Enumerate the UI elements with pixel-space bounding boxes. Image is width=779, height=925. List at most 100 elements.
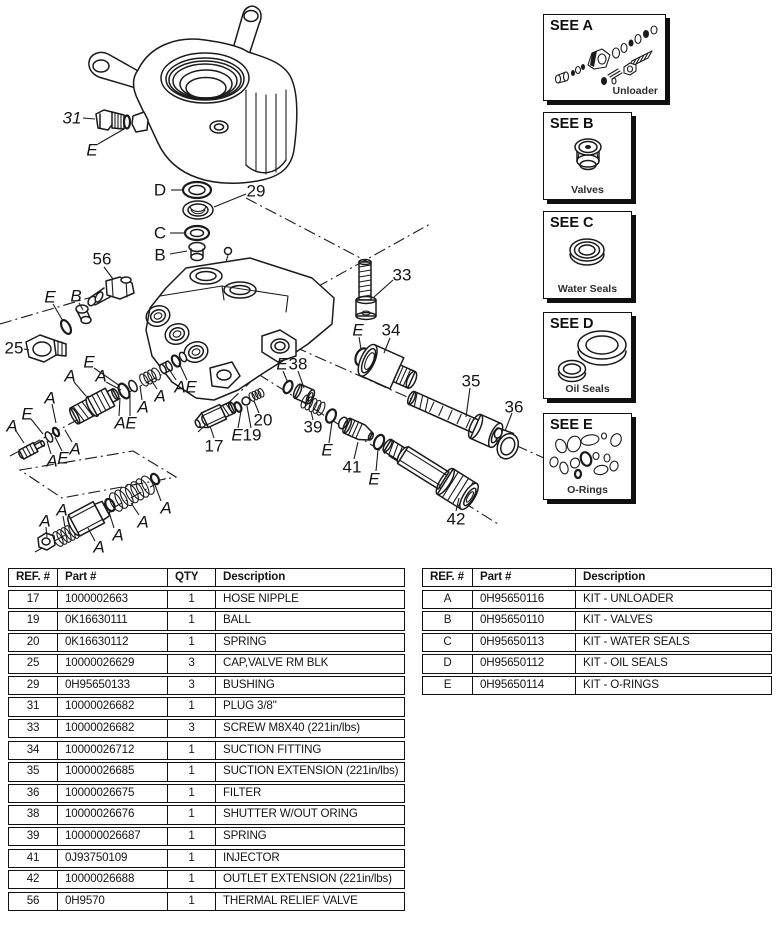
injector-41 [342,417,375,441]
table-cell: HOSE NIPPLE [223,591,299,605]
table-cell: 29 [9,676,58,695]
oil-seals-kit-art [557,330,627,383]
table-cell: 0K16630112 [58,633,168,652]
table-cell: 3 [168,676,216,695]
table-cell: 0H95650113 [473,633,576,652]
kit-box-label: SEE D [550,316,594,332]
table-cell: KIT - VALVES [583,613,653,627]
table-cell: 3 [168,720,216,738]
seal-stack-drawing [181,180,233,263]
table-cell: C [423,633,473,652]
table-cell: 1 [168,698,216,716]
leader-lines [15,117,513,542]
kit-box-label: SEE A [550,18,593,34]
table-cell: SHUTTER W/OUT ORING [223,807,358,821]
table-cell: 1 [168,633,216,652]
table-header-row: REF. #Part #Description [422,568,772,588]
table-cell: D [423,655,473,673]
table-cell: CAP,VALVE RM BLK [223,656,329,670]
callout-label-a-34: A [69,439,81,459]
table-cell: 10000026675 [58,784,168,803]
callout-label-a-32: A [46,451,58,471]
table-cell: 35 [9,763,58,781]
table-cell: 31 [9,698,58,716]
table-cell: KIT - UNLOADER [583,591,674,605]
callout-label-e-30: E [21,404,33,424]
table-cell: KIT - O-RINGS [583,677,659,691]
table-cell: A [423,590,473,608]
table-cell: 36 [9,784,58,803]
diagram-line-art [0,5,554,553]
table-cell: 1 [168,741,216,760]
column-header: Part # [58,569,168,587]
table-cell: 38 [9,806,58,824]
table-cell: 1 [168,892,216,911]
water-seals-kit-art [569,238,605,266]
table-cell: 0H95650110 [473,612,576,630]
column-header: REF. # [423,569,473,587]
table-cell: 41 [9,849,58,867]
table-cell: 0H95650114 [473,676,576,695]
table-cell: SCREW M8X40 (221in/lbs) [223,721,361,735]
kit-box-caption: Oil Seals [565,383,610,395]
screw-33-drawing [355,258,377,321]
column-header: REF. # [9,569,58,587]
table-cell: 1 [168,871,216,889]
callout-label-d-2: D [153,180,167,200]
callout-label-e-1: E [86,140,98,160]
table-cell: 1 [168,612,216,630]
callout-label-a-39: A [174,377,186,397]
suction-fitting-row-drawing [354,343,520,460]
table-cell: 3 [168,655,216,673]
table-cell: 10000026682 [58,720,168,738]
callout-label-e-40: E [185,377,197,397]
callout-label-e-33: E [57,448,69,468]
callout-label-34-9: 34 [381,320,401,340]
callout-label-38-13: 38 [288,354,308,374]
callout-label-a-42: A [56,500,68,520]
kit-box-label: SEE E [550,417,593,433]
table-cell: 34 [9,741,58,760]
column-header: Description [223,570,286,583]
check-valve-row-drawing [18,351,188,460]
table-cell: BALL [223,613,251,627]
unloader-kit-art [554,25,658,85]
callout-label-b-21: B [70,286,82,306]
callout-label-36-11: 36 [504,397,524,417]
callout-label-b-5: B [154,245,166,265]
table-cell: 1 [168,849,216,867]
callout-label-a-43: A [93,537,105,557]
table-cell: 42 [9,871,58,889]
callout-label-a-35: A [114,413,126,433]
unloader-big-spring [109,475,155,512]
table-cell: THERMAL RELIEF VALVE [223,893,358,907]
table-cell: FILTER [223,785,262,799]
table-cell: 10000026682 [58,698,168,716]
table-cell: B [423,612,473,630]
table-cell: 19 [9,612,58,630]
callout-label-42-18: 42 [446,509,466,529]
callout-label-25-19: 25 [4,338,24,358]
callout-label-a-38: A [154,386,166,406]
table-cell: 1 [168,763,216,781]
callout-label-a-41: A [39,511,51,531]
callout-label-c-4: C [153,223,167,243]
outlet-row-drawing [282,379,479,511]
table-cell: 10000026685 [58,763,168,781]
callout-label-e-12: E [276,354,288,374]
outlet-extension-42 [382,438,479,511]
check-valve-spring [139,367,161,387]
callout-label-e-8: E [352,320,364,340]
callout-label-a-28: A [95,366,107,386]
callout-label-a-45: A [137,512,149,532]
